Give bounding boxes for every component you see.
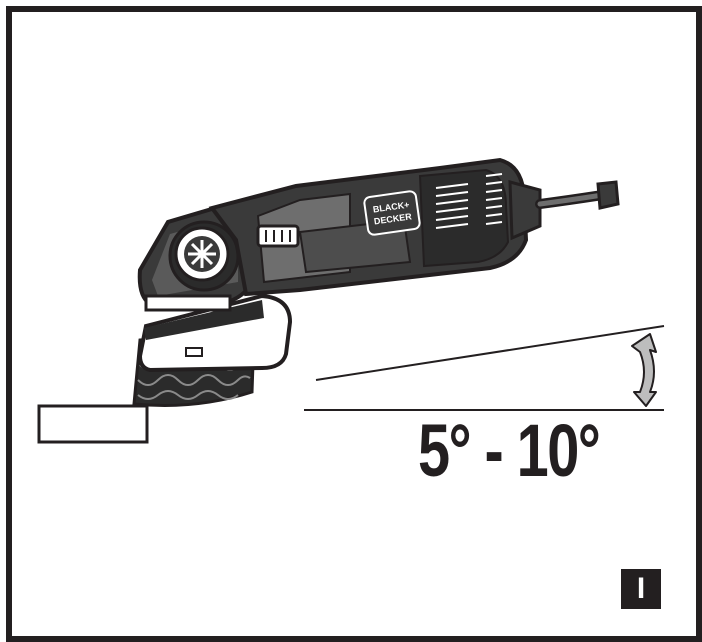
inclined-reference-line bbox=[315, 325, 665, 381]
workpiece-block bbox=[37, 404, 149, 444]
double-headed-arc-arrow-icon bbox=[631, 333, 657, 407]
figure-letter-badge: I bbox=[621, 569, 661, 609]
angle-range-label: 5° - 10° bbox=[418, 409, 601, 492]
power-cord bbox=[535, 180, 620, 210]
figure-frame bbox=[6, 6, 702, 642]
spindle-lock-knob-icon bbox=[168, 220, 240, 292]
brand-logo bbox=[363, 190, 421, 236]
wheel-guard bbox=[137, 293, 293, 373]
